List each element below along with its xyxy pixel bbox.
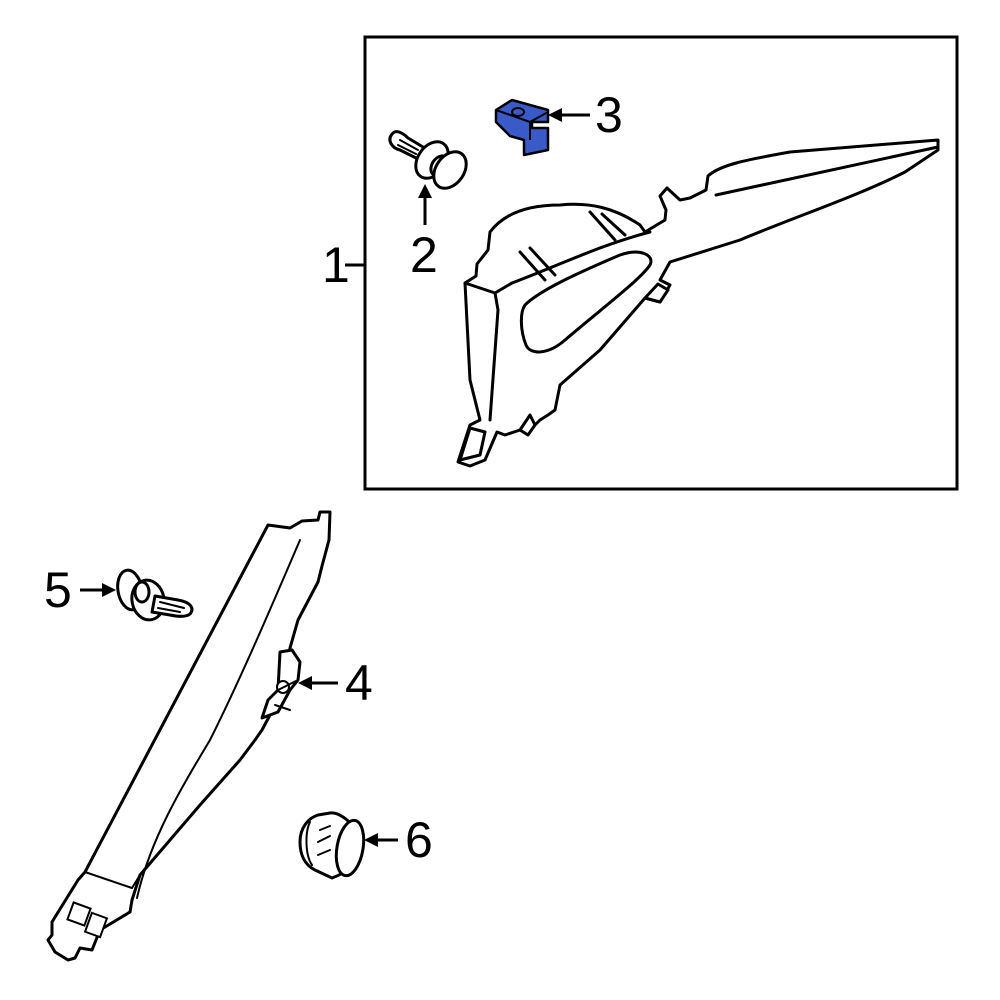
- callout-5-arrow: [80, 583, 116, 597]
- push-pin-clip-part-2[interactable]: [388, 130, 473, 195]
- group-box: [363, 35, 959, 491]
- callout-3-arrow: [548, 108, 590, 122]
- callout-2-arrow: [418, 184, 432, 225]
- callout-2-label: 2: [410, 227, 438, 283]
- callout-5-label: 5: [44, 562, 72, 618]
- quarter-trim-panel-part-1[interactable]: [456, 138, 940, 468]
- callout-1-label: 1: [322, 237, 350, 293]
- callout-6-arrow: [364, 833, 398, 847]
- pillar-trim-part-4[interactable]: [46, 510, 332, 962]
- callout-3-label: 3: [595, 87, 623, 143]
- push-pin-retainer-part-5[interactable]: [115, 568, 194, 622]
- callout-6-label: 6: [405, 812, 433, 868]
- callout-4-label: 4: [345, 655, 373, 711]
- grommet-plug-part-6[interactable]: [298, 811, 368, 880]
- callout-4-arrow: [298, 676, 338, 690]
- clip-nut-part-3[interactable]: [494, 98, 550, 157]
